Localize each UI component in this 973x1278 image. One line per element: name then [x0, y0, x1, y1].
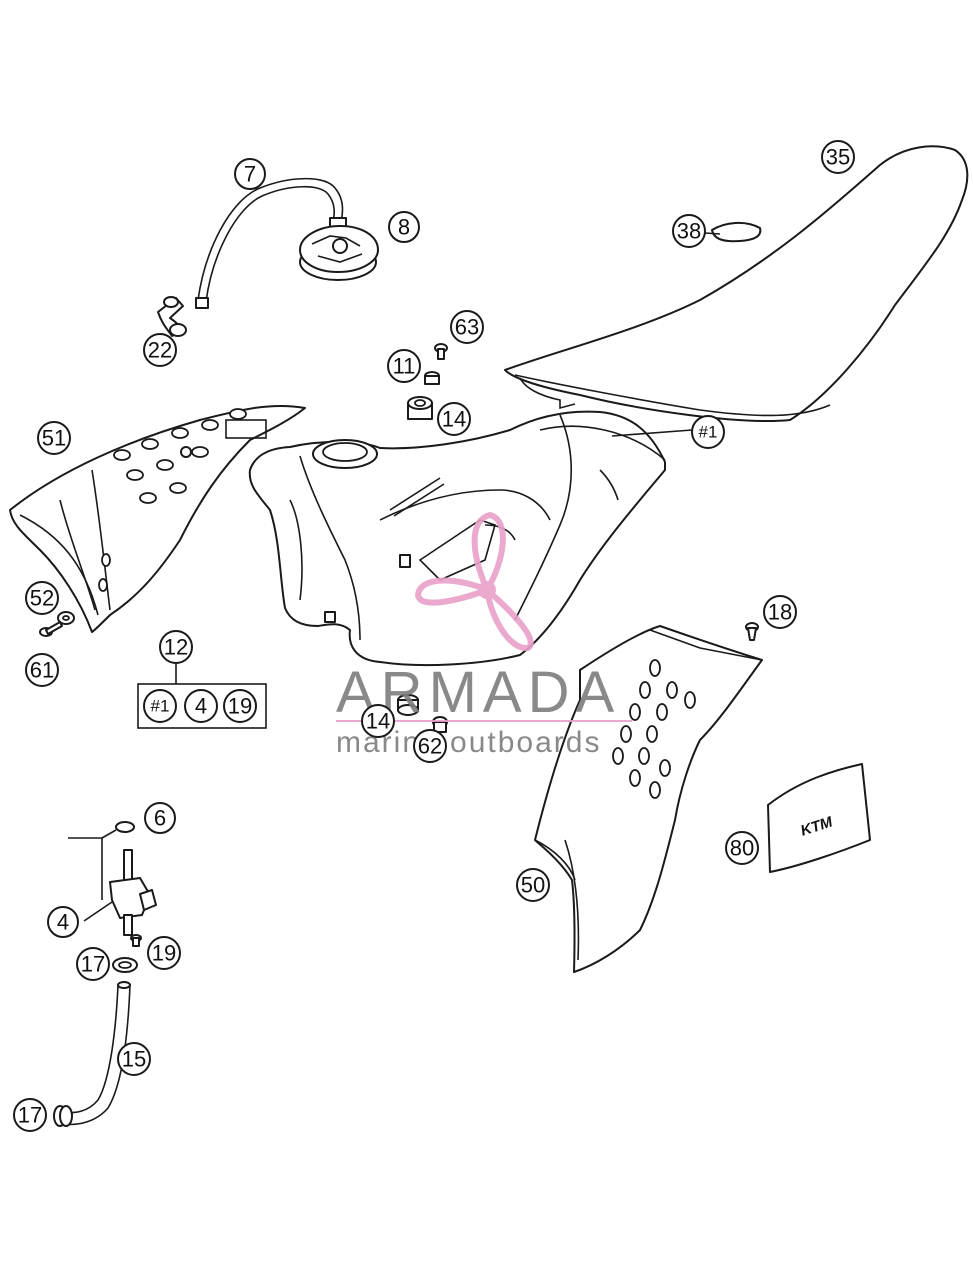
grommet-14b-part — [397, 694, 419, 716]
callout-17b-label: 17 — [18, 1103, 42, 1128]
callout-12-label: 12 — [164, 635, 188, 660]
callout-17b: 17 — [13, 1098, 47, 1132]
callout-61: 61 — [25, 653, 59, 687]
callout-19: 19 — [147, 936, 181, 970]
callout-8: 8 — [388, 211, 420, 243]
callout-17a: 17 — [76, 947, 110, 981]
callout-6: 6 — [144, 802, 176, 834]
nut-11-part — [424, 371, 440, 385]
fuel-tap-4-part — [109, 849, 157, 936]
callout-22-label: 22 — [148, 338, 172, 363]
kit-item-1-label: #1 — [151, 697, 170, 716]
washer-52-part — [57, 611, 75, 625]
callout-7: 7 — [234, 158, 266, 190]
callout-52: 52 — [25, 581, 59, 615]
callout-61-label: 61 — [30, 658, 54, 683]
callout-7-label: 7 — [244, 162, 256, 187]
screw-19-part — [130, 934, 142, 947]
callout-35: 35 — [821, 140, 855, 174]
fuel-hose-15-part — [59, 981, 131, 1126]
bolt-61-part — [39, 621, 63, 637]
callout-80-label: 80 — [730, 836, 754, 861]
callout-63-label: 63 — [455, 315, 479, 340]
callout-17a-label: 17 — [81, 952, 105, 977]
callout-6-label: 6 — [154, 806, 166, 831]
kit-item-1: #1 — [143, 689, 177, 723]
callout-51: 51 — [37, 421, 71, 455]
callout-80: 80 — [725, 831, 759, 865]
callout-18: 18 — [763, 595, 797, 629]
callout-35-label: 35 — [826, 145, 850, 170]
grommet-14-part — [407, 396, 433, 420]
callout-14a-label: 14 — [442, 407, 466, 432]
callout-11: 11 — [387, 349, 421, 383]
right-shroud-part — [534, 625, 763, 973]
callout-14b-label: 14 — [366, 709, 390, 734]
callout-19-label: 19 — [152, 941, 176, 966]
callout-4-label: 4 — [57, 910, 69, 935]
callout-1a: #1 — [691, 415, 725, 449]
callout-1a-label: #1 — [699, 423, 718, 442]
kit-item-19: 19 — [223, 689, 257, 723]
screw-63-part — [434, 343, 448, 360]
callout-12: 12 — [159, 630, 193, 664]
o-ring-6-part — [115, 821, 135, 833]
callout-51-label: 51 — [42, 426, 66, 451]
kit-item-4: 4 — [184, 689, 218, 723]
callout-22: 22 — [143, 333, 177, 367]
left-shroud-part — [9, 404, 306, 633]
callout-62-label: 62 — [418, 734, 442, 759]
seat-part — [504, 145, 969, 422]
fuel-cap-part — [299, 225, 379, 281]
leader-lines — [68, 232, 721, 922]
kit-item-19-label: 19 — [228, 694, 252, 719]
callouts: 7 8 22 35 38 63 11 14 51 #1 52 61 12 #1 … — [13, 140, 855, 1132]
kit-item-4-label: 4 — [195, 694, 207, 719]
callout-14a: 14 — [437, 402, 471, 436]
callout-63: 63 — [450, 310, 484, 344]
callout-4: 4 — [47, 906, 79, 938]
callout-38: 38 — [672, 214, 706, 248]
kit-12-box — [137, 662, 267, 729]
callout-15-label: 15 — [122, 1047, 146, 1072]
callout-15: 15 — [117, 1042, 151, 1076]
seat-pad-part — [711, 222, 762, 243]
callout-50-label: 50 — [521, 873, 545, 898]
screw-18-part — [745, 622, 759, 641]
callout-38-label: 38 — [677, 219, 701, 244]
callout-11-label: 11 — [393, 354, 416, 379]
callout-62: 62 — [413, 729, 447, 763]
callout-52-label: 52 — [30, 586, 54, 611]
callout-50: 50 — [516, 868, 550, 902]
callout-8-label: 8 — [398, 215, 410, 240]
decal-part: KTM — [767, 763, 871, 873]
callout-18-label: 18 — [768, 600, 792, 625]
clamp-17a-part — [112, 957, 138, 973]
callout-14b: 14 — [361, 704, 395, 738]
elbow-fitting-part — [157, 296, 187, 337]
propeller-logo — [414, 511, 534, 652]
clamp-17b-part — [53, 1105, 73, 1127]
fuel-tank-part — [248, 410, 666, 667]
